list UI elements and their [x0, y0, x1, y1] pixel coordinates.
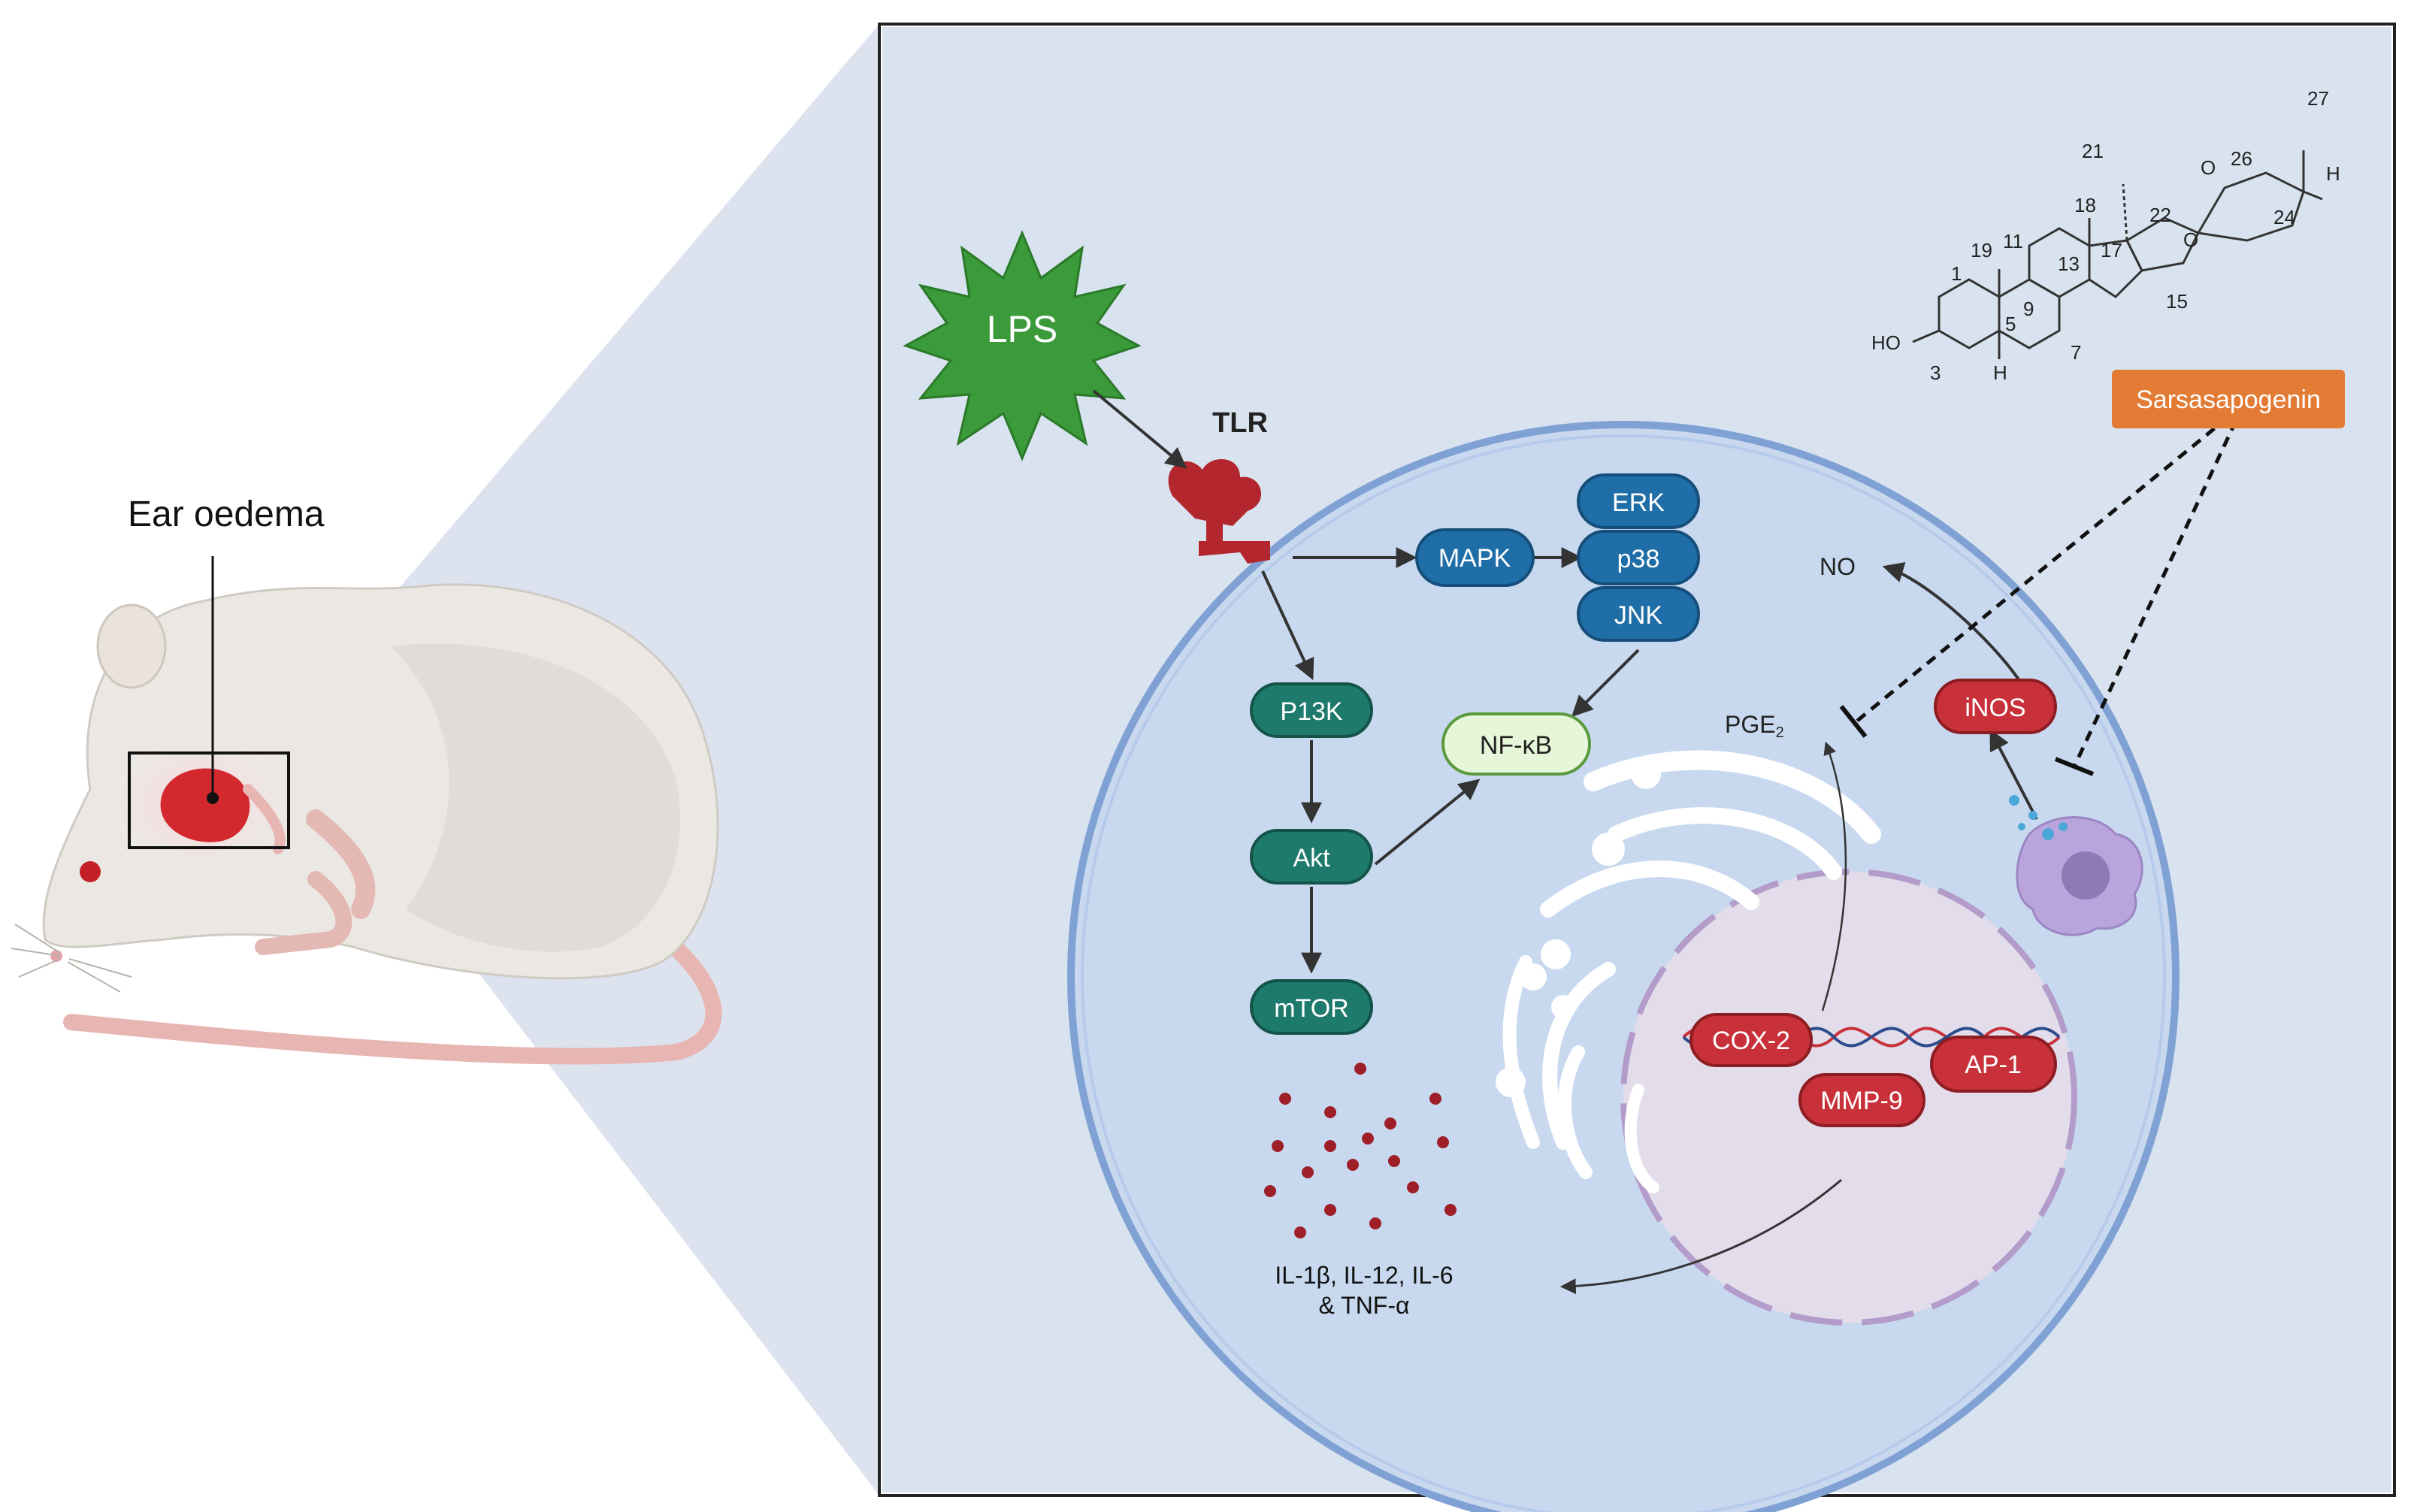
mouse-eye [80, 861, 101, 882]
ear-oedema-lesion [160, 768, 250, 842]
atom-h5: H [1993, 361, 2007, 384]
sarsasapogenin-box [2112, 370, 2345, 428]
atom-n1: 1 [1951, 262, 1962, 285]
atom-n9: 9 [2023, 298, 2034, 320]
cox2-label: COX-2 [1712, 1027, 1790, 1055]
mapk-label: MAPK [1438, 544, 1511, 573]
ear-oedema-label: Ear oedema [128, 494, 325, 534]
mtor-node [1250, 979, 1373, 1035]
tlr-receptor [1168, 459, 1270, 564]
cytokines-line2: & TNF-α [1318, 1292, 1409, 1319]
atom-n18: 18 [2074, 194, 2096, 216]
atom-o2: O [2183, 228, 2198, 251]
mapk-node [1415, 528, 1535, 587]
atom-n26: 26 [2231, 147, 2252, 170]
atom-ho: HO [1871, 331, 1901, 354]
mouse-ear [96, 603, 167, 689]
atom-n7: 7 [2071, 341, 2081, 364]
ap1-label: AP-1 [1965, 1051, 2022, 1079]
mtor-label: mTOR [1274, 994, 1348, 1023]
atom-n3: 3 [1930, 361, 1941, 384]
macrophage-icon [2009, 795, 2143, 936]
sarsasapogenin-structure [1912, 150, 2323, 359]
atom-o1: O [2201, 156, 2216, 179]
inhibition-lines [1855, 416, 2238, 768]
akt-node [1250, 829, 1373, 885]
atom-n27: 27 [2307, 87, 2329, 110]
atom-n11: 11 [2003, 230, 2023, 253]
ear-zoom-box [128, 751, 290, 849]
mmp9-label: MMP-9 [1820, 1087, 1903, 1115]
p38-node [1577, 530, 1700, 585]
lps-burst [903, 230, 1142, 461]
jnk-node [1577, 586, 1700, 642]
pi3k-node [1250, 682, 1373, 738]
erk-label: ERK [1612, 488, 1665, 517]
nfkb-node [1441, 712, 1591, 776]
tlr-label: TLR [1212, 407, 1268, 439]
nfkb-label: NF-κB [1480, 731, 1552, 760]
structure-labels: HO H H O O 1 3 5 7 9 11 13 15 17 18 19 2… [1871, 87, 2340, 384]
atom-n13: 13 [2058, 253, 2080, 275]
lps-label: LPS [987, 308, 1058, 350]
atom-n15: 15 [2166, 290, 2188, 313]
mouse-illustration: Ear oedema [11, 494, 722, 1065]
atom-n24: 24 [2273, 206, 2295, 228]
akt-label: Akt [1293, 844, 1330, 872]
atom-n19: 19 [1971, 239, 1992, 262]
sarsasapogenin-label: Sarsasapogenin [2136, 386, 2321, 414]
atom-n5: 5 [2005, 313, 2016, 335]
pi3k-label: P13K [1280, 697, 1342, 726]
ap1-node [1930, 1036, 2057, 1093]
mouse-tail [63, 916, 722, 1065]
pathway-arrows [1092, 389, 2038, 1295]
cytokines-line1: IL-1β, IL-12, IL-6 [1275, 1262, 1453, 1289]
vesicles [1496, 759, 1661, 1097]
jnk-label: JNK [1614, 601, 1663, 630]
atom-h25: H [2326, 162, 2340, 185]
inos-node [1934, 679, 2057, 734]
atom-n17: 17 [2101, 239, 2122, 262]
p38-label: p38 [1617, 545, 1660, 573]
mmp9-node [1798, 1073, 1925, 1127]
cox2-node [1689, 1013, 1813, 1067]
atom-n22: 22 [2149, 204, 2171, 226]
atom-n21: 21 [2082, 140, 2104, 162]
cytokine-particles [1264, 1063, 1457, 1238]
pge2-label: PGE2 [1725, 711, 1784, 741]
no-label: NO [1820, 553, 1856, 580]
erk-node [1577, 473, 1700, 529]
inos-label: iNOS [1965, 694, 2025, 722]
